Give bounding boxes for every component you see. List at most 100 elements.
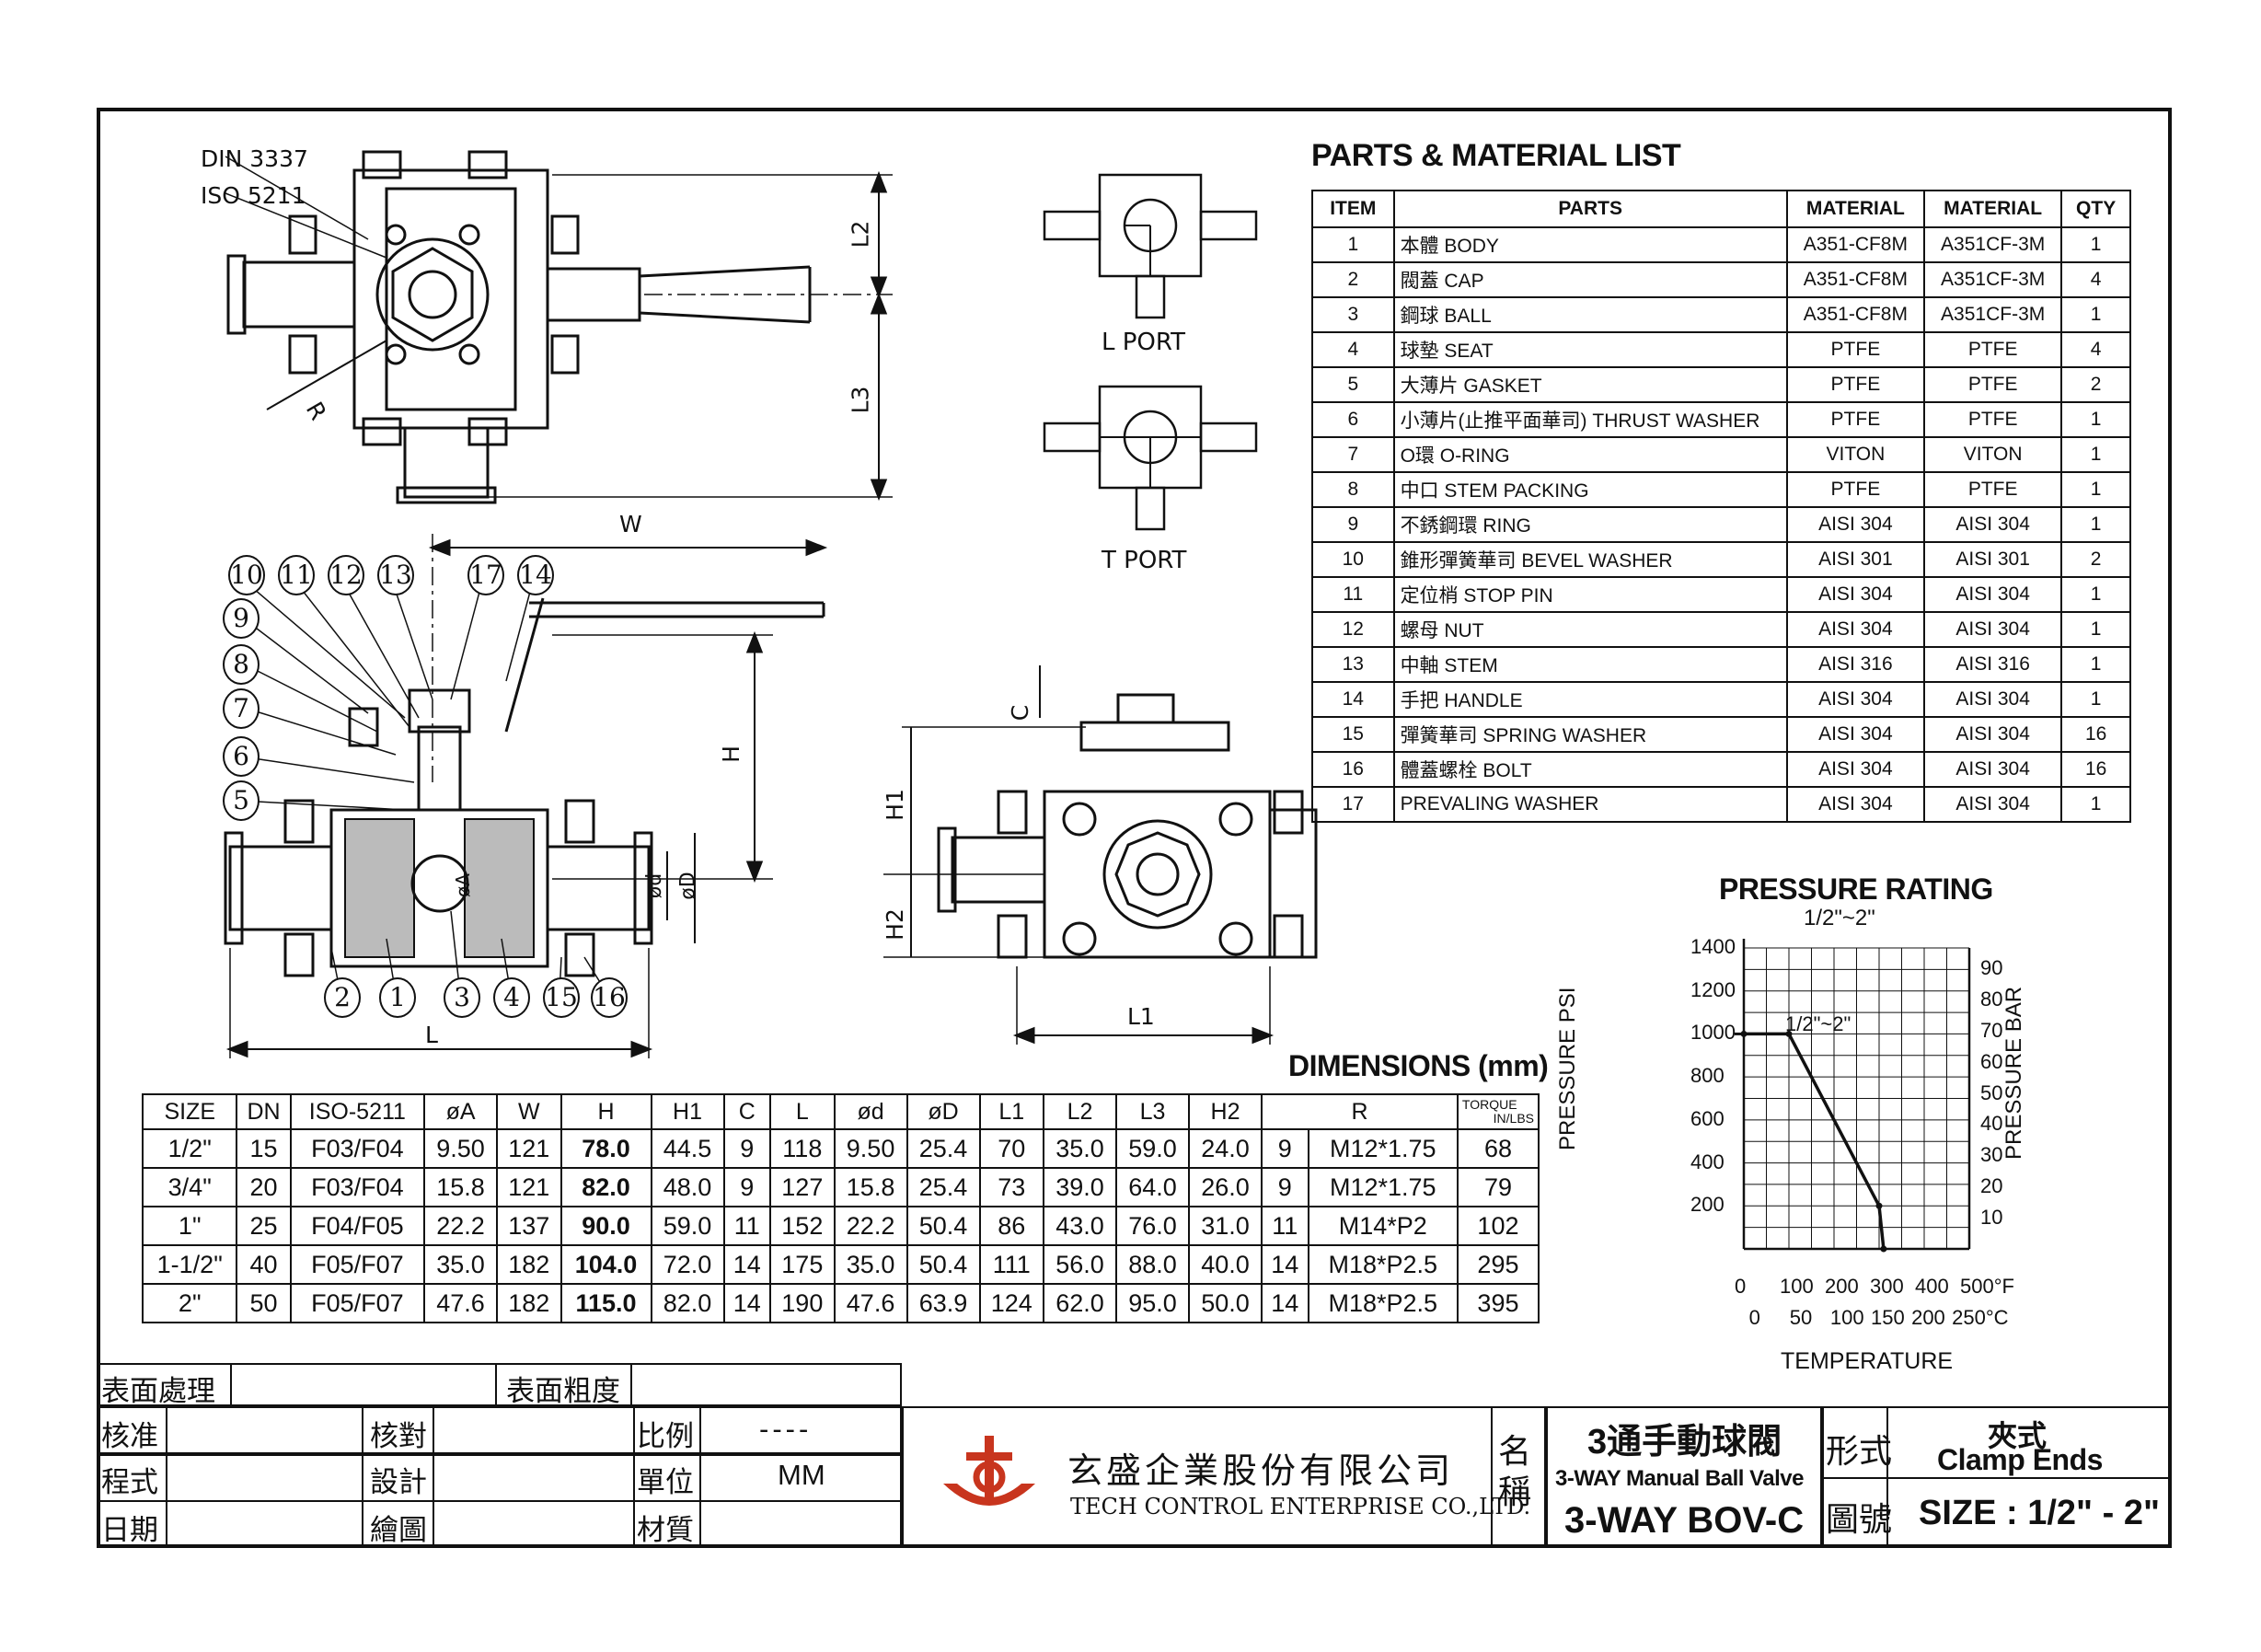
dimension-cell: 124 <box>978 1283 1045 1323</box>
parts-cell: AISI 316 <box>1923 646 2063 683</box>
dim-header: L3 <box>1115 1093 1191 1130</box>
dimension-cell: 25 <box>236 1206 292 1246</box>
w-label: W <box>619 511 642 537</box>
drawing-no-label: 圖號 <box>1826 1500 1893 1538</box>
parts-cell: 15 <box>1311 716 1395 753</box>
bar-tick: 10 <box>1980 1206 2003 1230</box>
parts-cell: 手把 HANDLE <box>1392 681 1788 718</box>
dim-header: H1 <box>650 1093 725 1130</box>
bar-tick: 20 <box>1980 1174 2003 1198</box>
parts-cell: 6 <box>1311 401 1395 438</box>
parts-header: PARTS <box>1392 190 1788 228</box>
product-name-en: 3-WAY Manual Ball Valve <box>1555 1466 1804 1491</box>
company-name-en: TECH CONTROL ENTERPRISE CO.,LTD. <box>1070 1494 1531 1519</box>
product-name-cn: 3通手動球閥 <box>1587 1423 1782 1461</box>
parts-cell: 體蓋螺栓 BOLT <box>1392 751 1788 788</box>
t-port-diagram <box>1043 385 1258 531</box>
dimension-cell: 190 <box>769 1283 836 1323</box>
dimension-cell: 182 <box>496 1283 562 1323</box>
l-label: L <box>425 1022 438 1048</box>
surface-treat-label: 表面處理 <box>101 1375 215 1407</box>
callout-13: 13 <box>377 555 414 595</box>
dimension-cell: 35.0 <box>1043 1128 1118 1169</box>
parts-cell: 4 <box>1311 331 1395 368</box>
dimension-cell: M18*P2.5 <box>1307 1244 1459 1285</box>
temperature-axis-label: TEMPERATURE <box>1781 1348 1954 1374</box>
dimension-cell: 1/2" <box>141 1128 238 1169</box>
f-tick: 100 <box>1780 1275 1814 1298</box>
l-port-diagram <box>1043 173 1258 319</box>
dimension-cell: 137 <box>496 1206 562 1246</box>
parts-cell: 4 <box>2060 331 2131 368</box>
bar-tick: 70 <box>1980 1018 2003 1042</box>
dim-header: øA <box>423 1093 499 1130</box>
dimension-cell: 88.0 <box>1115 1244 1191 1285</box>
dimension-cell: 115.0 <box>559 1283 652 1323</box>
dim-header: DN <box>236 1093 292 1130</box>
callout-1: 1 <box>379 977 416 1018</box>
dimension-cell: 82.0 <box>650 1283 725 1323</box>
parts-cell: 1 <box>2060 471 2131 508</box>
parts-cell: 不銹鋼環 RING <box>1392 506 1788 543</box>
pressure-rating-title: PRESSURE RATING <box>1719 872 1993 906</box>
iso-label: ISO 5211 <box>201 182 306 209</box>
dimension-cell: 59.0 <box>1115 1128 1191 1169</box>
parts-cell: A351CF-3M <box>1923 226 2063 263</box>
parts-cell: 8 <box>1311 471 1395 508</box>
parts-cell: AISI 304 <box>1785 681 1926 718</box>
parts-cell: 1 <box>2060 576 2131 613</box>
program-label: 程式 <box>101 1466 158 1498</box>
dimension-cell: 9 <box>1261 1167 1309 1207</box>
parts-cell: AISI 304 <box>1923 786 2063 823</box>
parts-cell: PTFE <box>1923 366 2063 403</box>
callout-17: 17 <box>467 555 504 595</box>
callout-5: 5 <box>223 780 260 821</box>
dimension-cell: 68 <box>1456 1128 1540 1169</box>
parts-cell: 2 <box>2060 541 2131 578</box>
col-c <box>699 1406 902 1548</box>
parts-cell: 2 <box>2060 366 2131 403</box>
parts-cell: 9 <box>1311 506 1395 543</box>
dim-header: SIZE <box>141 1093 238 1130</box>
phi-d-small-label: ød <box>643 872 667 899</box>
dimension-cell: F05/F07 <box>289 1244 426 1285</box>
parts-cell: AISI 304 <box>1923 576 2063 613</box>
psi-tick: 200 <box>1690 1193 1725 1217</box>
parts-cell: 大薄片 GASKET <box>1392 366 1788 403</box>
c-tick: 200 <box>1911 1306 1945 1329</box>
bar-tick: 80 <box>1980 987 2003 1011</box>
dimension-cell: 152 <box>769 1206 836 1246</box>
dimensions-title: DIMENSIONS (mm) <box>1288 1049 1549 1082</box>
dimension-cell: F05/F07 <box>289 1283 426 1323</box>
psi-tick: 800 <box>1690 1064 1725 1088</box>
dimension-cell: 25.4 <box>906 1167 981 1207</box>
c-tick: 50 <box>1789 1306 1813 1329</box>
dim-header: C <box>722 1093 772 1130</box>
bar-axis-label: PRESSURE BAR <box>2001 986 2026 1160</box>
parts-cell: 16 <box>2060 751 2131 788</box>
dimension-cell: 50.0 <box>1188 1283 1263 1323</box>
l1-label: L1 <box>1127 1003 1155 1030</box>
surface-cell <box>230 1363 497 1406</box>
dimension-cell: 44.5 <box>650 1128 725 1169</box>
roughness-label: 表面粗度 <box>506 1375 620 1407</box>
dimension-cell: 62.0 <box>1043 1283 1118 1323</box>
din-label: DIN 3337 <box>201 145 308 172</box>
parts-header: MATERIAL <box>1785 190 1926 228</box>
dimension-cell: 20 <box>236 1167 292 1207</box>
check-label: 核對 <box>370 1420 427 1452</box>
callout-7: 7 <box>223 688 260 729</box>
dimension-cell: 182 <box>496 1244 562 1285</box>
parts-cell: 本體 BODY <box>1392 226 1788 263</box>
parts-cell: 中口 STEM PACKING <box>1392 471 1788 508</box>
name-label-cell <box>1491 1406 1546 1548</box>
series-point <box>1875 1202 1883 1209</box>
callout-8: 8 <box>223 644 260 685</box>
bar-tick: 30 <box>1980 1143 2003 1167</box>
dimension-cell: 22.2 <box>423 1206 499 1246</box>
dim-header: ISO-5211 <box>289 1093 426 1130</box>
